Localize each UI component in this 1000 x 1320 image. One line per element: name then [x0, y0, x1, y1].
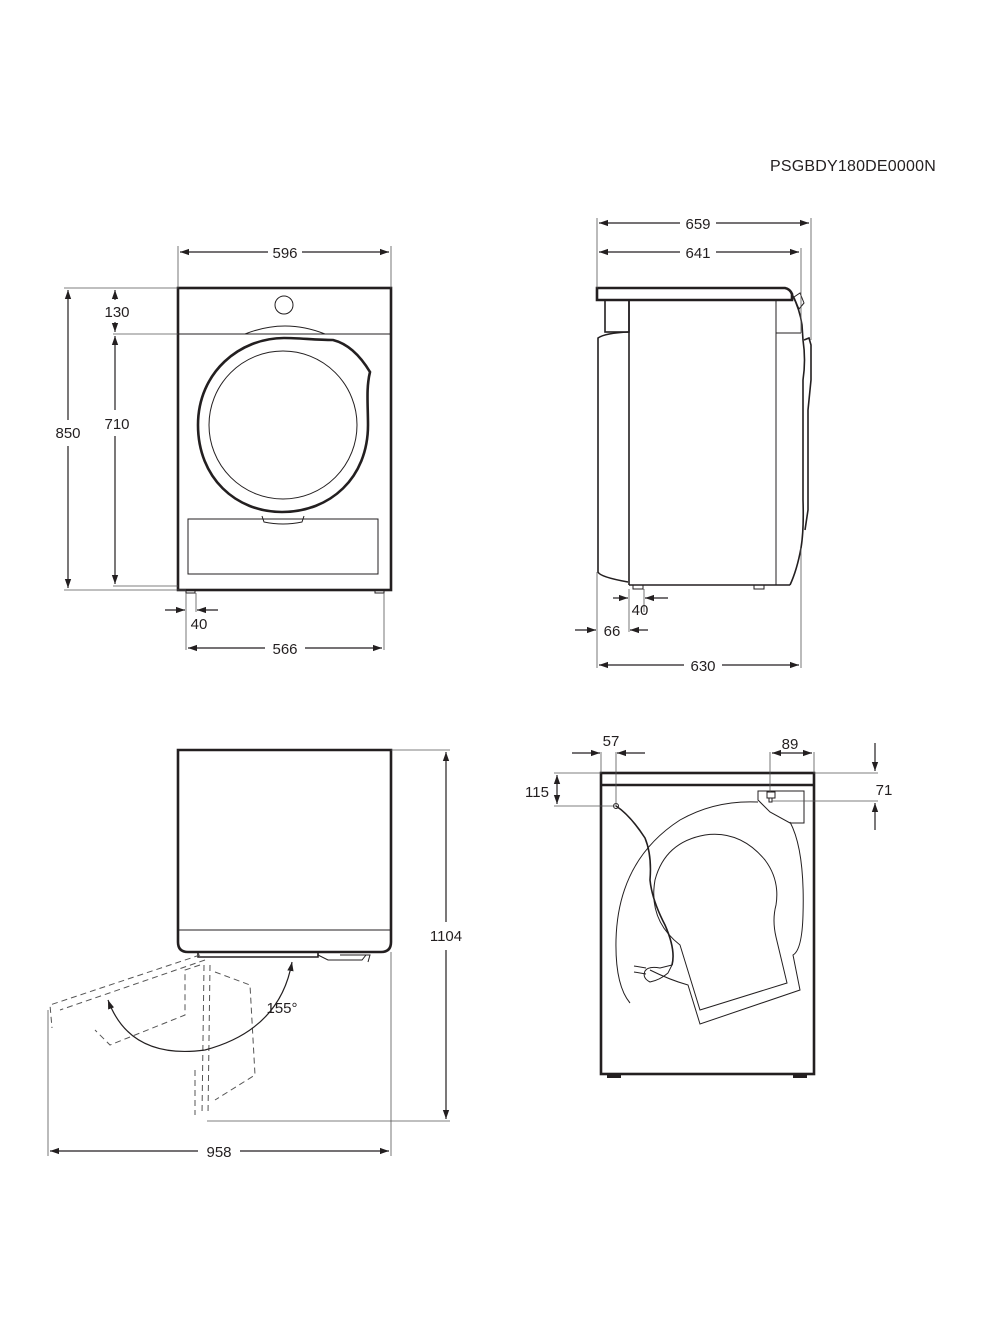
- front-cabinet: [176, 286, 393, 592]
- dim-body-height: 710: [104, 416, 129, 433]
- dim-total-depth-open: 1104: [430, 928, 462, 945]
- door-ring: [196, 336, 372, 514]
- dim-side-depth-body: 630: [690, 658, 715, 675]
- door-glass: [208, 350, 358, 500]
- side-view: 659 641 40 66 630: [575, 216, 812, 675]
- dim-front-height: 850: [55, 425, 80, 442]
- dim-foot-span: 566: [272, 641, 297, 658]
- rear-view: 57 115 89 71: [525, 733, 892, 1078]
- dim-side-depth-total: 659: [685, 216, 710, 233]
- dim-rear-offset: 66: [604, 623, 621, 640]
- dim-front-foot-offset: 40: [191, 616, 208, 633]
- dim-total-width-open: 958: [206, 1144, 231, 1161]
- dim-side-foot-offset: 40: [632, 602, 649, 619]
- dim-cable-offset-y: 115: [525, 784, 549, 801]
- front-view: 596 850 130 710 40 566: [55, 245, 393, 658]
- dim-cable-offset-x: 57: [603, 733, 620, 750]
- model-code-label: PSGBDY180DE0000N: [770, 158, 936, 175]
- top-view-door-open: 155° 1104 958: [47, 748, 462, 1161]
- dim-front-width: 596: [272, 245, 297, 262]
- dim-drain-offset-y: 71: [876, 782, 893, 799]
- dim-drain-offset-x: 89: [782, 736, 799, 753]
- filter-panel: [187, 518, 379, 575]
- dim-door-angle: 155°: [266, 1000, 297, 1017]
- program-knob-icon: [274, 295, 294, 315]
- dim-side-depth-top: 641: [685, 245, 710, 262]
- dim-top-panel-height: 130: [104, 304, 129, 321]
